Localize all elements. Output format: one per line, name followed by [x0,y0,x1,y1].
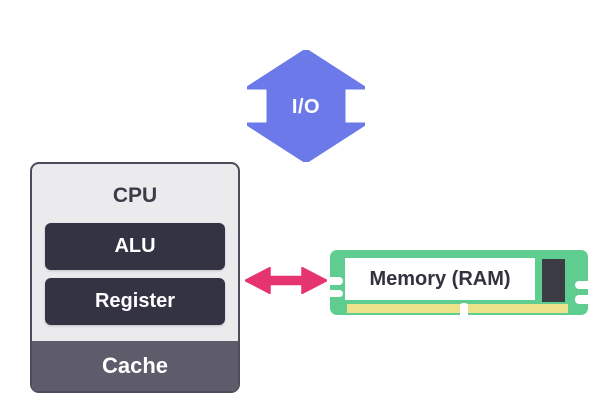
cpu-title: CPU [112,184,158,207]
ram-pin-strip [347,304,568,313]
ram-left-notch-1 [329,277,343,285]
ram-right-notch-1 [575,281,590,289]
io-label: I/O [291,95,321,118]
cpu-component-alu: ALU [45,223,225,270]
memory-label: Memory (RAM) [345,258,535,300]
ram-chip-icon [542,259,565,302]
ram-key-notch [460,303,468,316]
bus-double-arrow-icon [245,267,327,294]
ram-left-notch-2 [329,290,343,297]
ram-right-notch-2 [575,295,590,304]
memory-ram-stick: Memory (RAM) [329,250,590,316]
io-double-arrow-icon [247,50,365,162]
cpu-cache-band: Cache [32,341,238,391]
cpu-box: CPU ALU Register Cache [30,162,240,393]
cpu-component-register: Register [45,278,225,325]
